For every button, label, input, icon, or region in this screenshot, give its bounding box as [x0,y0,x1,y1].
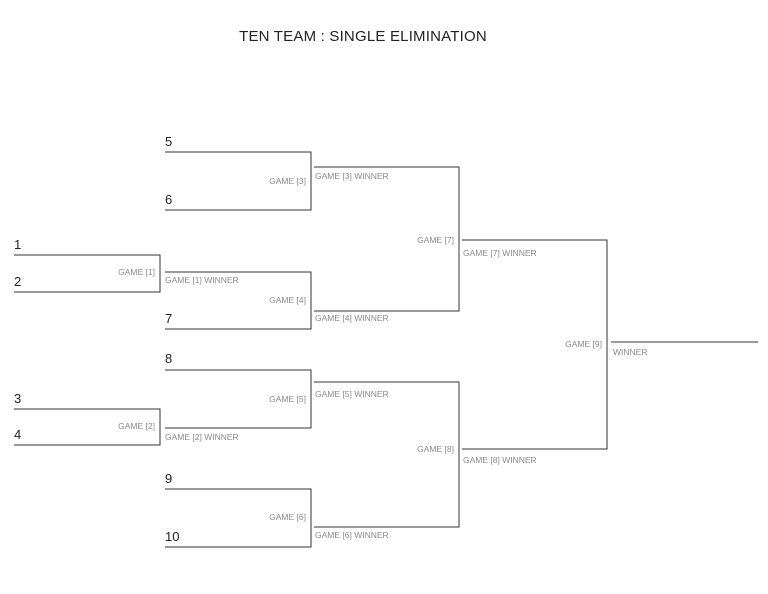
game-7-winner-label: GAME [7] WINNER [463,248,537,258]
game-2-label: GAME [2] [118,421,155,431]
game-8-label: GAME [8] [417,444,454,454]
game-9-bracket [462,239,608,450]
game-5-label: GAME [5] [269,394,306,404]
seed-7: 7 [165,311,172,326]
game-8-bracket [314,381,460,528]
seed-10: 10 [165,529,179,544]
game-4-label: GAME [4] [269,295,306,305]
game-2-bracket [14,408,161,446]
seed-1: 1 [14,237,21,252]
game-1-bracket [14,254,161,293]
game-7-label: GAME [7] [417,235,454,245]
game-6-label: GAME [6] [269,512,306,522]
game-6-winner-label: GAME [6] WINNER [315,530,389,540]
game-8-winner-label: GAME [8] WINNER [463,455,537,465]
game-1-winner-label: GAME [1] WINNER [165,275,239,285]
game-3-winner-label: GAME [3] WINNER [315,171,389,181]
game-3-bracket [165,151,312,211]
seed-2: 2 [14,274,21,289]
seed-8: 8 [165,351,172,366]
seed-4: 4 [14,427,21,442]
game-4-bracket [165,271,312,330]
game-3-label: GAME [3] [269,176,306,186]
game-9-label: GAME [9] [565,339,602,349]
seed-9: 9 [165,471,172,486]
game-1-label: GAME [1] [118,267,155,277]
game-7-bracket [314,166,460,312]
final-winner-label: WINNER [613,347,647,357]
seed-5: 5 [165,134,172,149]
game-5-winner-label: GAME [5] WINNER [315,389,389,399]
seed-3: 3 [14,391,21,406]
seed-6: 6 [165,192,172,207]
game-6-bracket [165,488,312,548]
game-5-bracket [165,369,312,429]
game-4-winner-label: GAME [4] WINNER [315,313,389,323]
game-2-winner-label: GAME [2] WINNER [165,432,239,442]
page-title: TEN TEAM : SINGLE ELIMINATION [239,28,487,45]
